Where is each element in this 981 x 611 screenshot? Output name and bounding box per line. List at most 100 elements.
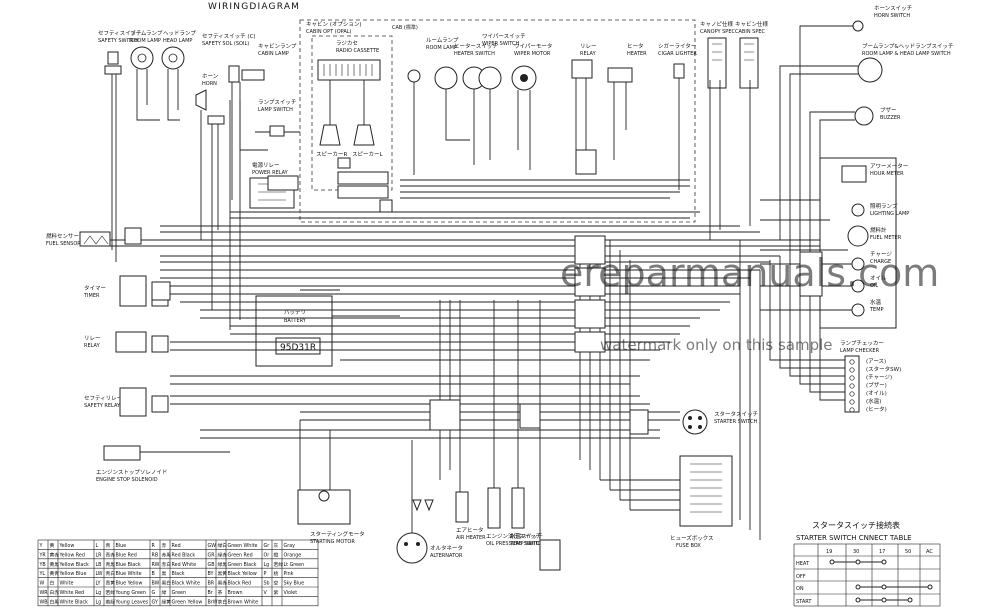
legend-cell: Green Red (228, 552, 253, 558)
legend-cell: White (60, 581, 74, 587)
head-lamp: ヘッドランプ HEAD LAMP (161, 30, 196, 121)
svg-text:RADIO CASSETTE: RADIO CASSETTE (336, 48, 379, 54)
legend-cell: 緑黄 (162, 598, 172, 605)
svg-text:スピーカーR: スピーカーR (316, 151, 348, 158)
legend-cell: BR (208, 581, 215, 587)
svg-text:キャビンランプ: キャビンランプ (258, 42, 297, 50)
svg-text:ルームランプ: ルームランプ (426, 37, 459, 44)
svg-text:ブザー: ブザー (880, 106, 897, 114)
legend-cell: P (264, 571, 267, 577)
svg-text:エンジンストップソレノイド: エンジンストップソレノイド (96, 469, 167, 476)
svg-text:SAFETY SOL (SOIL): SAFETY SOL (SOIL) (202, 41, 249, 47)
battery: バッテリ BATTERY 95D31R (255, 295, 333, 367)
timer: タイマー TIMER (83, 275, 169, 307)
legend-cell: 青黄 (106, 580, 116, 587)
cabin-option-en-label: CABIN OPT (OPAL) (306, 29, 352, 35)
legend-cell: GR (208, 552, 216, 558)
legend-cell: Red Black (172, 552, 196, 558)
svg-text:TEMP SWITCH: TEMP SWITCH (509, 541, 545, 547)
svg-text:SAFETY RELAY: SAFETY RELAY (84, 403, 121, 409)
legend-cell: LY (96, 581, 101, 587)
legend-cell: Red (172, 543, 181, 549)
legend-cell: 黄赤 (50, 551, 60, 558)
svg-text:燃料センサー: 燃料センサー (46, 232, 79, 240)
legend-cell: 緑白 (218, 542, 228, 549)
legend-cell: 黒 (162, 571, 167, 577)
legend-cell: Green Yellow (172, 599, 203, 605)
legend-cell: Lg (96, 590, 102, 596)
svg-text:セフティスイッチ: セフティスイッチ (98, 30, 142, 37)
legend-cell: YB (39, 562, 46, 568)
svg-text:ブームランプ&ヘッドランプスイッチ: ブームランプ&ヘッドランプスイッチ (862, 42, 954, 50)
safety-relay: セフティリレー SAFETY RELAY (84, 387, 169, 417)
svg-text:(オイル): (オイル) (866, 390, 887, 397)
svg-text:ROOM LAMP & HEAD LAMP SWITCH: ROOM LAMP & HEAD LAMP SWITCH (862, 51, 951, 57)
watermark: ereparmanuals.com (560, 251, 939, 295)
legend-cell: 緑赤 (218, 551, 228, 558)
speaker-r: スピーカーR (316, 124, 348, 158)
svg-text:水温スイッチ: 水温スイッチ (510, 532, 543, 540)
legend-cell: Black Red (228, 581, 252, 587)
room-lamp-cab: ルームランプ ROOM LAMP (407, 37, 459, 175)
engine-stop-solenoid: エンジンストップソレノイド ENGINE STOP SOLENOID (96, 445, 230, 483)
glow-sensor (539, 539, 561, 571)
legend-cell: 黄青 (50, 570, 60, 577)
fuel-sensor: 燃料センサー FUEL SENSOR (46, 231, 111, 247)
legend-cell: V (264, 590, 268, 596)
svg-text:OIL: OIL (870, 283, 878, 289)
radio-cassette: ラジカセ RADIO CASSETTE (317, 40, 381, 125)
legend-cell: LW (96, 571, 103, 577)
svg-text:ROOM LAMP: ROOM LAMP (426, 45, 457, 51)
legend-cell: Brown White (228, 599, 259, 605)
svg-text:ヘッドランプ: ヘッドランプ (163, 30, 196, 37)
legend-cell: YR (39, 552, 47, 558)
svg-text:TEMP: TEMP (869, 307, 884, 313)
fuse-box: ヒューズボックス FUSE BOX (670, 455, 733, 549)
svg-text:スタータスイッチ接続表: スタータスイッチ接続表 (812, 520, 900, 530)
legend-cell: RW (152, 562, 160, 568)
svg-text:HEATER SWITCH: HEATER SWITCH (454, 51, 495, 57)
svg-text:リレー: リレー (580, 44, 597, 50)
starter-switch: スタータスイッチ STARTER SWITCH (682, 409, 758, 435)
svg-text:HORN SWITCH: HORN SWITCH (874, 13, 910, 19)
svg-text:ON: ON (796, 586, 804, 592)
legend-cell: L (96, 543, 99, 549)
legend-cell: 白黒 (50, 598, 60, 605)
legend-cell: WR (40, 590, 49, 596)
svg-text:ブームランプ: ブームランプ (130, 29, 163, 37)
svg-text:HORN: HORN (202, 81, 217, 87)
svg-text:ワイパースイッチ: ワイパースイッチ (482, 33, 526, 40)
svg-text:BATTERY: BATTERY (284, 318, 307, 324)
legend-cell: Blue White (116, 571, 142, 577)
svg-text:CABIN LAMP: CABIN LAMP (258, 51, 289, 57)
legend-cell: Gray (284, 543, 296, 549)
cabin-option-label: キャビン (オプション) (306, 20, 362, 28)
svg-text:オイル: オイル (870, 275, 887, 282)
svg-text:タイマー: タイマー (84, 284, 106, 292)
svg-text:チャージ: チャージ (870, 251, 892, 258)
legend-cell: Young Green (115, 590, 146, 596)
svg-text:(ブザー): (ブザー) (866, 381, 887, 389)
svg-text:17: 17 (879, 549, 885, 555)
connector-blocks (124, 157, 823, 435)
speaker-connector (337, 185, 389, 199)
horn-switch: ホーンスイッチ HORN SWITCH (799, 5, 912, 300)
svg-text:ランプチェッカー: ランプチェッカー (840, 340, 884, 347)
legend-cell: 白 (50, 580, 55, 587)
svg-text:ヒータ: ヒータ (627, 42, 644, 50)
air-heater: エアヒータ AIR HEATER (455, 491, 486, 541)
legend-cell: Lg (96, 599, 102, 605)
legend-cell: B (152, 571, 155, 577)
legend-cell: Green (172, 590, 187, 596)
legend-cell: 青黒 (106, 561, 116, 568)
legend-cell: 灰 (274, 542, 279, 549)
svg-text:バッテリ: バッテリ (284, 309, 306, 316)
cab-connector (379, 199, 393, 213)
svg-text:エアヒータ: エアヒータ (456, 526, 484, 534)
legend-cell: 赤黒 (162, 552, 172, 558)
battery-model: 95D31R (280, 343, 316, 353)
svg-text:(水温): (水温) (866, 397, 881, 405)
svg-text:ROOM LAMP: ROOM LAMP (130, 38, 161, 44)
svg-text:19: 19 (826, 549, 832, 555)
